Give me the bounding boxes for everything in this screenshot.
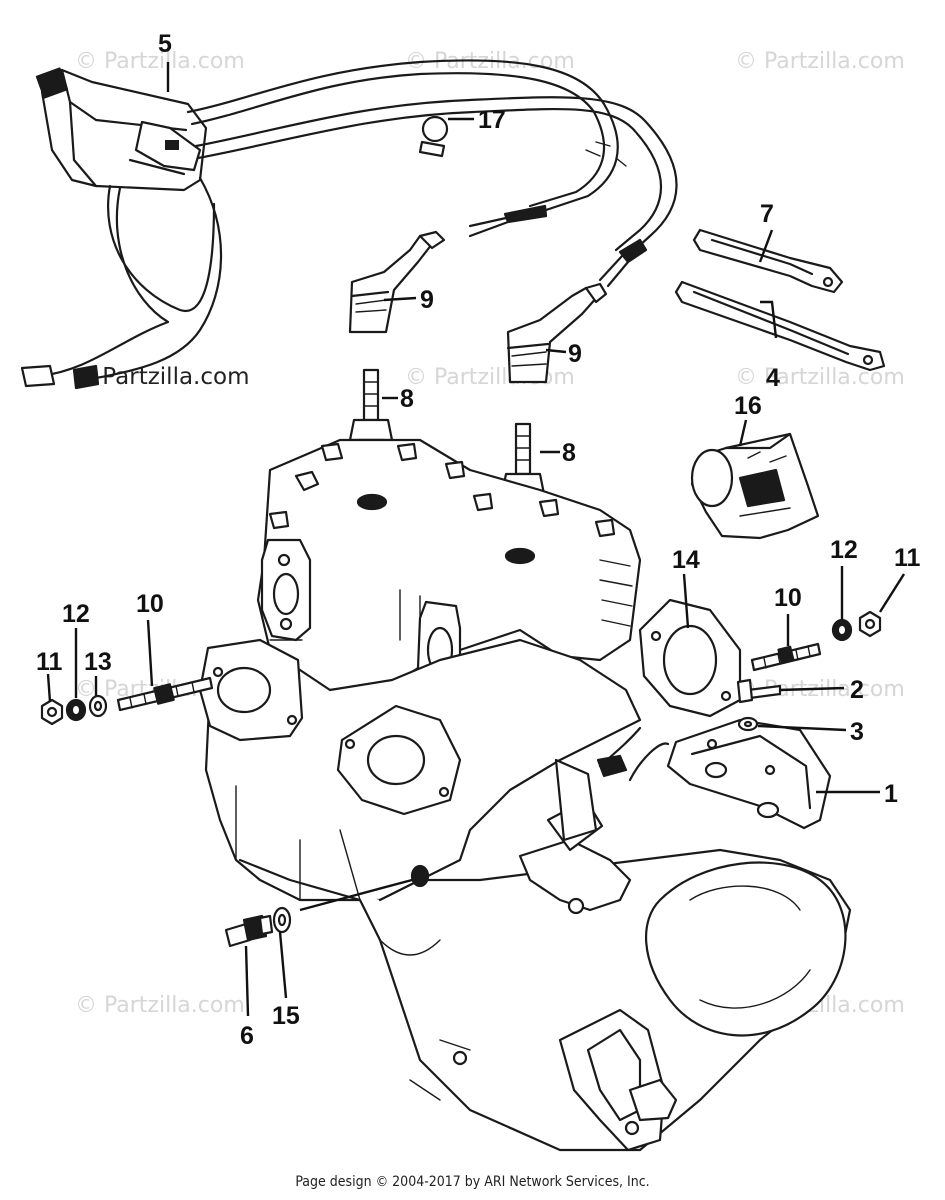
callout-4: 4	[766, 364, 780, 392]
washer-13	[88, 694, 108, 718]
plug-cap-right	[506, 282, 608, 384]
callout-15: 15	[272, 1002, 300, 1030]
washer-3	[737, 716, 759, 732]
watermark: © Partzilla.com	[75, 49, 245, 74]
engine-block	[198, 438, 852, 1152]
callout-1: 1	[884, 780, 898, 808]
washer-15	[272, 906, 292, 934]
lock-washer-12-right	[831, 618, 853, 642]
fitting-6	[224, 914, 274, 948]
watermark: © Partzilla.com	[735, 365, 905, 390]
gasket-14	[638, 598, 742, 718]
callout-6: 6	[240, 1022, 254, 1050]
callout-12-left: 12	[62, 600, 90, 628]
stud-10-right	[750, 642, 822, 672]
bolt-2	[736, 678, 782, 704]
callout-17: 17	[478, 106, 506, 134]
callout-8-right: 8	[562, 439, 576, 467]
nut-11-right	[858, 610, 882, 638]
strap-7	[692, 228, 844, 294]
watermark: © Partzilla.com	[735, 49, 905, 74]
page-footer: Page design © 2004-2017 by ARI Network S…	[295, 1174, 650, 1190]
callouts: 5 17 7 4 9 9 8 8 16 10 12 13 11 14 10 12…	[36, 30, 921, 1050]
callout-5: 5	[158, 30, 172, 58]
lock-washer-12-left	[65, 698, 87, 722]
callout-11-right: 11	[894, 544, 921, 572]
watermark: © Partzilla.com	[75, 993, 245, 1018]
callout-9-right: 9	[568, 340, 582, 368]
clamp-17	[418, 115, 449, 158]
callout-10-right: 10	[774, 584, 802, 612]
plug-cap-left	[348, 230, 446, 334]
callout-3: 3	[850, 718, 864, 746]
callout-11-left: 11	[36, 648, 63, 676]
callout-16: 16	[734, 392, 762, 420]
callout-14: 14	[672, 546, 700, 574]
callout-2: 2	[850, 676, 864, 704]
stud-10-left	[116, 676, 214, 712]
callout-13: 13	[84, 648, 112, 676]
watermark: © Partzilla.com	[405, 365, 575, 390]
ignition-coil	[20, 59, 678, 390]
leader-lines	[46, 62, 906, 1017]
callout-12-right: 12	[830, 536, 858, 564]
callout-10-left: 10	[136, 590, 164, 618]
sleeve-16	[690, 432, 820, 540]
strap-4	[674, 280, 886, 372]
callout-9-left: 9	[420, 286, 434, 314]
callout-8-left: 8	[400, 385, 414, 413]
nut-11-left	[40, 698, 64, 726]
callout-7: 7	[760, 200, 774, 228]
